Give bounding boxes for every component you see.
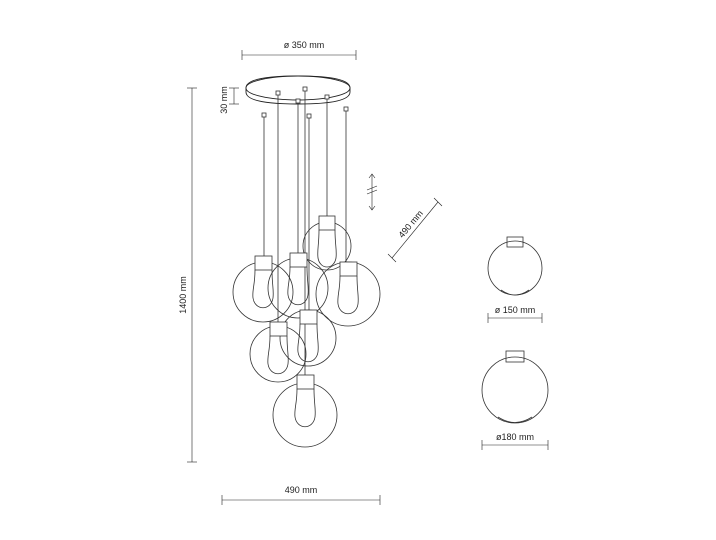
shade-large-label: ø180 mm	[496, 432, 534, 442]
pendant-lamp-3	[267, 252, 329, 319]
suspension-cables	[263, 91, 347, 375]
canopy-diameter-dimension: ø 350 mm	[241, 40, 357, 60]
pendant-lamp-2	[232, 255, 294, 323]
pendant-lamp-4	[315, 261, 381, 327]
pendant-lamp-7	[272, 374, 338, 448]
canopy-height-label: 30 mm	[219, 86, 229, 114]
canopy-height-dimension: 30 mm	[219, 86, 239, 114]
bottom-width-label: 490 mm	[285, 485, 318, 495]
large-shade-detail: ø180 mm	[481, 350, 549, 450]
pendant-lamp-5	[279, 309, 337, 367]
total-height-dimension: 1400 mm	[178, 87, 197, 463]
diagonal-width-dimension: 490 mm	[387, 197, 443, 263]
shade-small-label: ø 150 mm	[495, 305, 536, 315]
bottom-width-dimension: 490 mm	[221, 485, 381, 505]
total-height-label: 1400 mm	[178, 276, 188, 314]
pendant-lamp-6	[249, 321, 307, 383]
adjustable-length-symbol	[366, 173, 378, 211]
small-shade-detail: ø 150 mm	[487, 236, 543, 323]
canopy-diameter-label: ø 350 mm	[284, 40, 325, 50]
